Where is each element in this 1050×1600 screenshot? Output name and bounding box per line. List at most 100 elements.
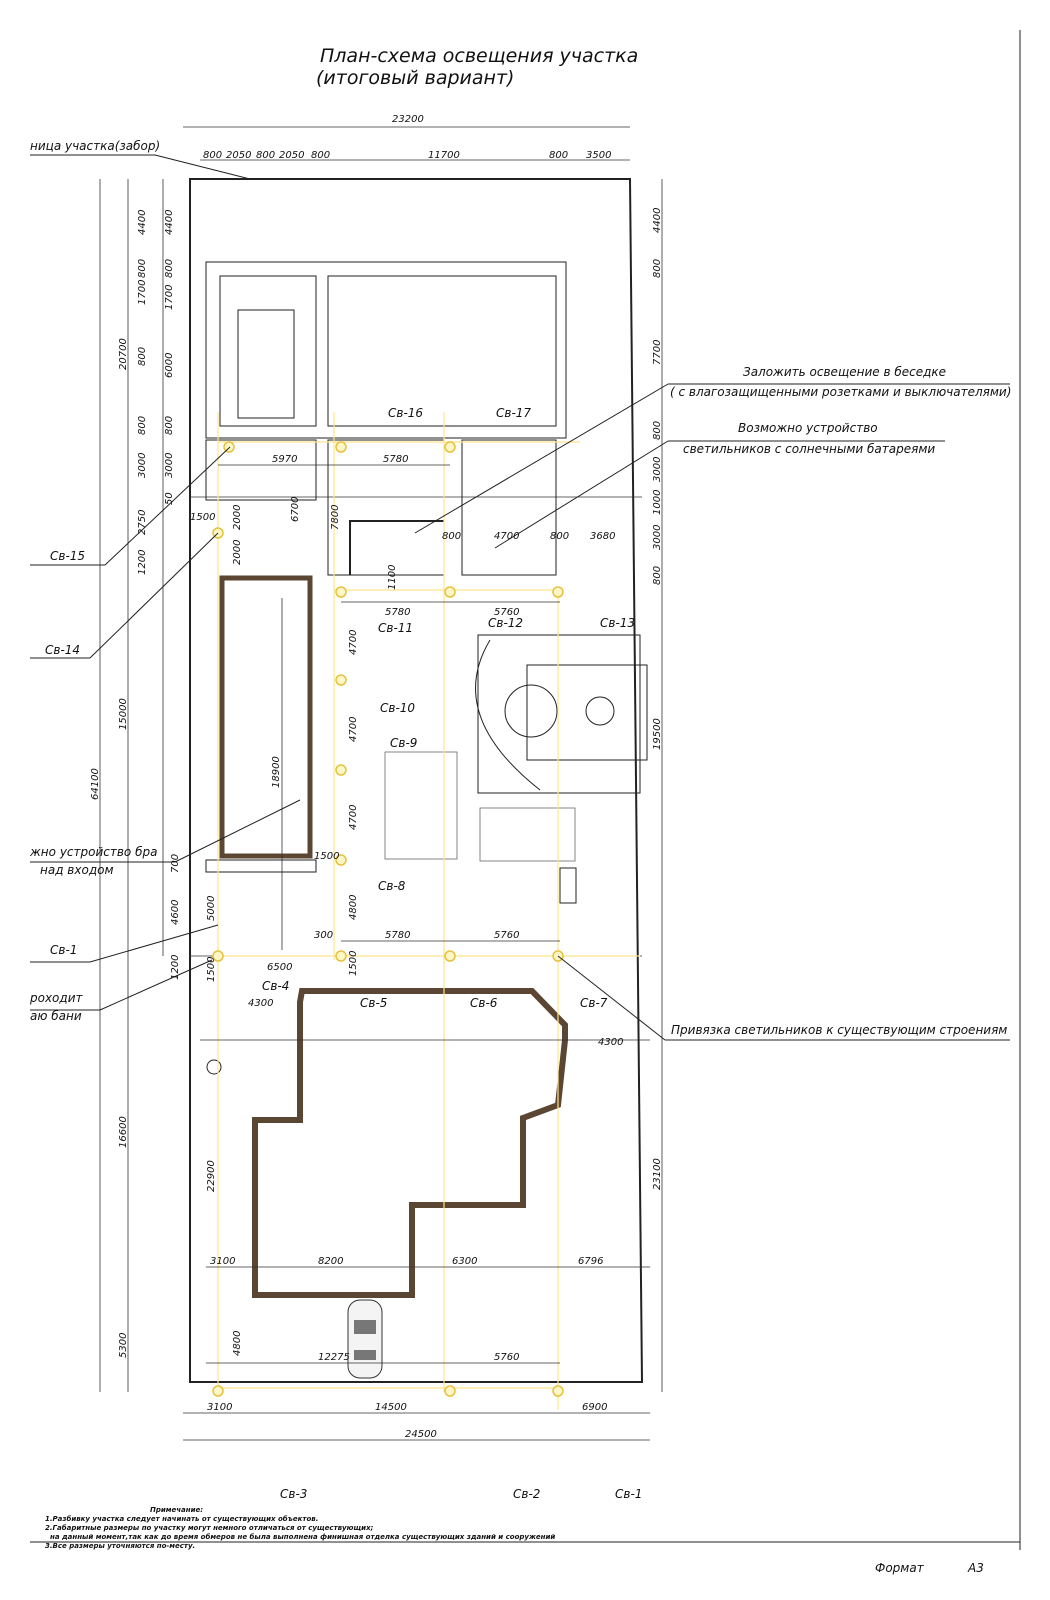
- dim-left-outer: 64100: [90, 768, 101, 800]
- dim-bottom: 24500: [405, 1429, 437, 1440]
- dim-right: 23100: [652, 1158, 663, 1190]
- leader-lines: [30, 154, 1010, 1041]
- dim-top-inner: 3680: [590, 531, 615, 542]
- car-icon: [347, 1299, 383, 1379]
- dim-middle: 4600: [170, 900, 181, 925]
- dim-right: 19500: [652, 718, 663, 750]
- lamp-marker: [212, 1385, 224, 1397]
- annotation-binding: Привязка светильников к существующим стр…: [671, 1023, 1007, 1037]
- basketball-court: [475, 634, 648, 794]
- lamp-marker: [335, 441, 347, 453]
- lamp-label-sv2: Св-2: [513, 1487, 540, 1501]
- format-value: А3: [967, 1561, 984, 1575]
- lamp-marker: [552, 586, 564, 598]
- dim-left-inner: 1700: [137, 280, 148, 305]
- lamp-label-sv6: Св-6: [470, 996, 498, 1010]
- bathhouse-porch: [205, 859, 317, 873]
- light-cable-lines: [217, 412, 640, 1410]
- lamp-label-sv13: Св-13: [600, 616, 635, 630]
- dim-bottom: 6796: [578, 1256, 603, 1267]
- dim-right: 3000: [652, 525, 663, 550]
- lamp-label-sv11: Св-11: [378, 621, 413, 635]
- lamp-label-sv1-upper: Св-1: [50, 943, 77, 957]
- lamp-label-sv1: Св-1: [615, 1487, 642, 1501]
- lamp-marker: [335, 950, 347, 962]
- lamp-marker: [552, 1385, 564, 1397]
- dim-middle: 1500: [206, 957, 217, 982]
- dim-right: 1000: [652, 490, 663, 515]
- dim-total-top: 23200: [392, 114, 424, 125]
- dim-right: 3000: [652, 457, 663, 482]
- notes-item: на данный момент,так как до время обмеро…: [50, 1533, 555, 1541]
- lamp-label-sv17: Св-17: [496, 406, 531, 420]
- lamp-marker: [444, 950, 456, 962]
- dim-middle: 300: [314, 930, 333, 941]
- dim-left-inner: 1700: [164, 285, 175, 310]
- bathhouse-building: [219, 575, 313, 859]
- dim-top-inner: 5780: [385, 607, 410, 618]
- dim-left-outer: 15000: [118, 698, 129, 730]
- lamp-label-sv10: Св-10: [380, 701, 415, 715]
- annotation-gazebo-1: Заложить освещение в беседке: [743, 365, 946, 379]
- lamp-marker: [335, 854, 347, 866]
- lamp-marker: [335, 674, 347, 686]
- lamp-marker: [444, 441, 456, 453]
- dim-middle: 4700: [348, 805, 359, 830]
- annotation-solar-2: светильников с солнечными батареями: [683, 442, 935, 456]
- notes-item: 1.Разбивку участка следует начинать от с…: [45, 1515, 318, 1523]
- well-icon: [206, 1059, 222, 1075]
- annotation-sconce-2: над входом: [40, 863, 114, 877]
- dim-middle: 4300: [598, 1037, 623, 1048]
- annotation-boundary: ница участка(забор): [30, 139, 160, 153]
- dim-top-inner: 6700: [290, 497, 301, 522]
- dim-bottom: 3100: [210, 1256, 235, 1267]
- dim-top-inner: 5760: [494, 607, 519, 618]
- dim-top-inner: 1500: [190, 512, 215, 523]
- dim-bottom: 6300: [452, 1256, 477, 1267]
- dim-middle: 6500: [267, 962, 292, 973]
- dim-left-inner: 50: [164, 492, 175, 505]
- dim-middle: 1500: [314, 851, 339, 862]
- lamp-label-sv3: Св-3: [280, 1487, 307, 1501]
- garden-equipment: [479, 807, 576, 862]
- dim-left-inner: 800: [137, 347, 148, 366]
- annotation-gazebo-2: ( с влагозащищенными розетками и выключа…: [670, 385, 1011, 399]
- dim-bottom: 3100: [207, 1402, 232, 1413]
- annotation-bath-2: аю бани: [30, 1009, 82, 1023]
- dim-top-row: 800: [203, 150, 222, 161]
- small-shed: [559, 867, 577, 904]
- dim-left-inner: 2750: [137, 510, 148, 535]
- dim-right: 4400: [652, 208, 663, 233]
- dim-top-inner: 1100: [387, 565, 398, 590]
- dim-middle: 4800: [348, 895, 359, 920]
- dim-top-row: 800: [549, 150, 568, 161]
- dim-top-row: 3500: [586, 150, 611, 161]
- dim-top-inner: 2000: [232, 505, 243, 530]
- dim-middle: 5760: [494, 930, 519, 941]
- dim-left-inner: 3000: [164, 453, 175, 478]
- dim-left-outer: 20700: [118, 338, 129, 370]
- dim-left-inner: 3000: [137, 453, 148, 478]
- lamp-marker: [335, 586, 347, 598]
- dim-bottom: 14500: [375, 1402, 407, 1413]
- dim-middle: 4700: [348, 630, 359, 655]
- dim-bottom: 8200: [318, 1256, 343, 1267]
- dim-top-inner: 2000: [232, 540, 243, 565]
- lamp-label-sv7: Св-7: [580, 996, 608, 1010]
- site-fence: [189, 178, 644, 1383]
- dim-middle: 4700: [348, 717, 359, 742]
- lamp-label-sv12: Св-12: [488, 616, 523, 630]
- dim-left-inner: 800: [137, 259, 148, 278]
- dim-right: 800: [652, 566, 663, 585]
- lamp-marker: [444, 1385, 456, 1397]
- dim-top-row: 2050: [279, 150, 304, 161]
- dim-right: 7700: [652, 340, 663, 365]
- lamp-marker: [335, 764, 347, 776]
- dim-middle: 4300: [248, 998, 273, 1009]
- dim-middle: 700: [170, 854, 181, 873]
- lamp-label-sv8: Св-8: [378, 879, 406, 893]
- outbuildings-upper: [205, 261, 567, 576]
- main-house: [252, 988, 568, 1298]
- title-line-2: (итоговый вариант): [316, 67, 514, 89]
